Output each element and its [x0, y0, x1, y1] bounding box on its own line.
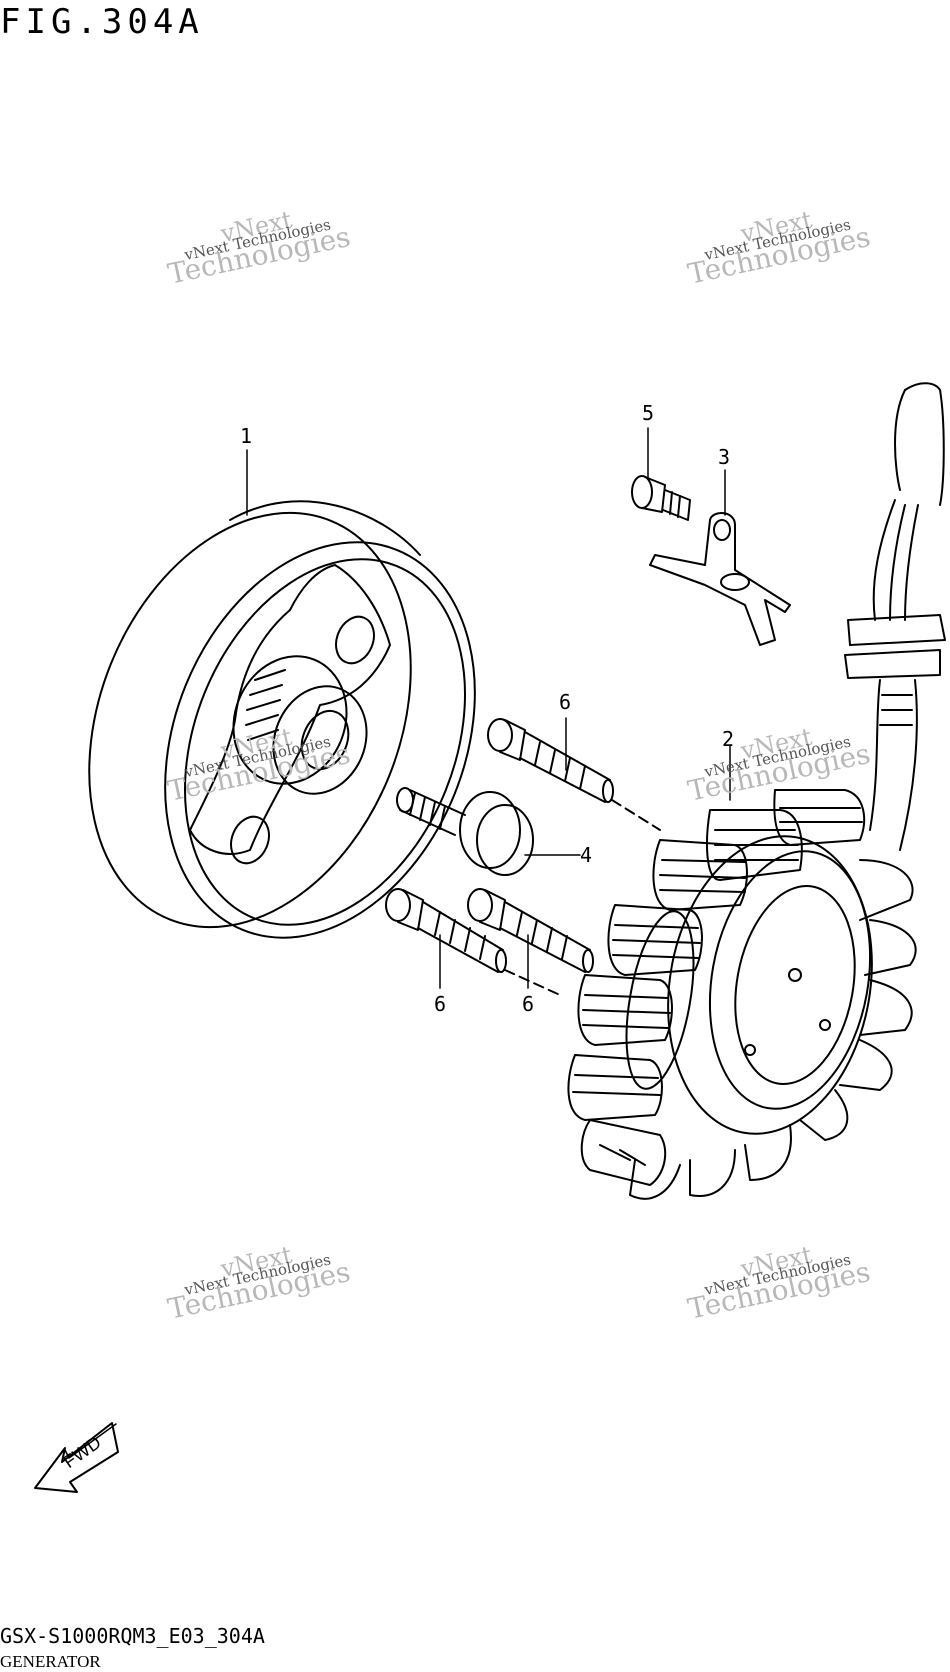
callout-6-upper: 6 — [559, 690, 572, 714]
callout-1: 1 — [240, 424, 253, 448]
callout-leaders — [246, 427, 731, 989]
figure-title: FIG.304A — [0, 2, 204, 42]
section-name: GENERATOR — [0, 1652, 101, 1671]
part-stator-bolts — [385, 718, 661, 996]
callout-2: 2 — [722, 727, 735, 751]
part-clamp — [649, 512, 791, 646]
part-rotor-bolt — [396, 787, 534, 876]
part-stator — [567, 382, 946, 1200]
model-code: GSX-S1000RQM3_E03_304A — [0, 1624, 265, 1648]
stator-coils — [567, 789, 866, 1186]
callout-3: 3 — [718, 445, 731, 469]
part-rotor — [88, 500, 476, 939]
callout-6-lower-right: 6 — [522, 992, 535, 1016]
part-screw — [631, 475, 691, 521]
fwd-arrow-icon — [34, 1422, 119, 1493]
callout-5: 5 — [642, 401, 655, 425]
callout-6-lower-left: 6 — [434, 992, 447, 1016]
callout-4: 4 — [580, 843, 593, 867]
